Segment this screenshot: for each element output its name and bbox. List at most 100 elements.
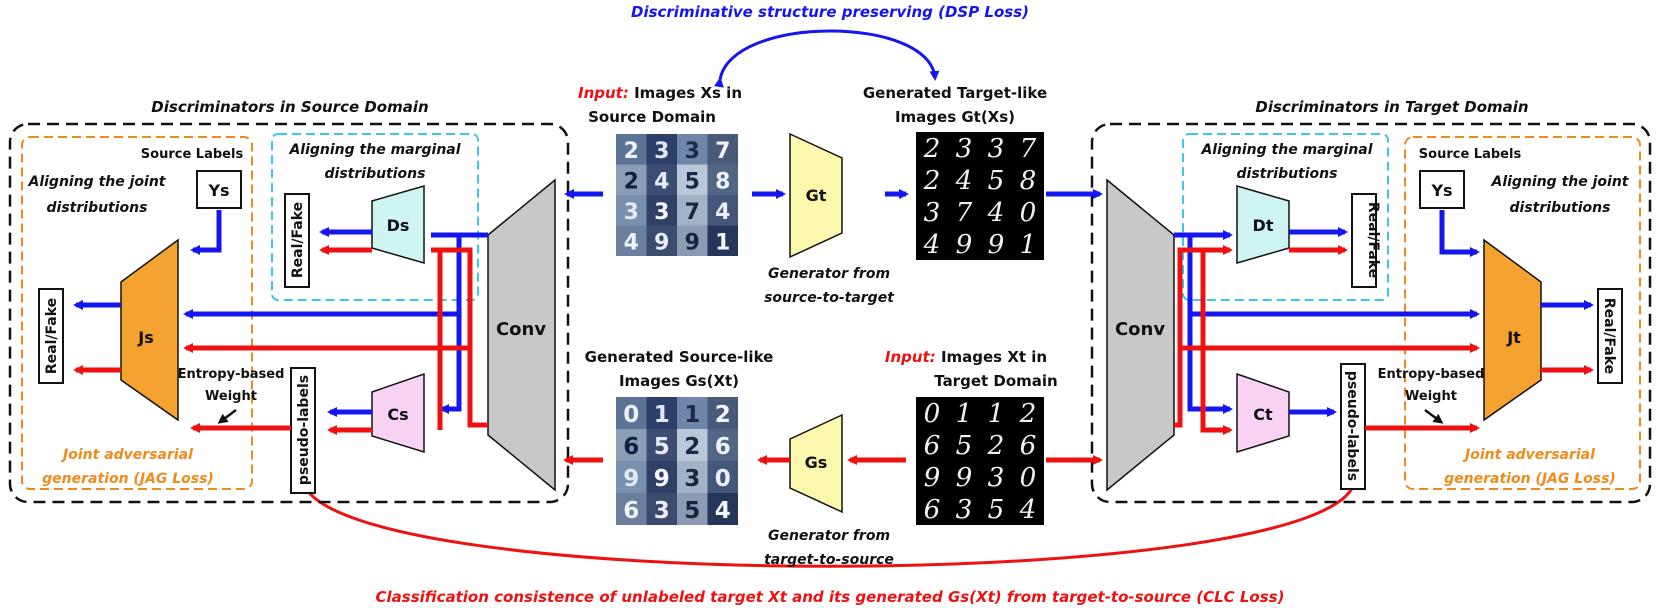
target-like-image-digit: 1 xyxy=(1020,230,1037,260)
input-target-rest: Images Xt in xyxy=(936,348,1047,366)
source-image-cell xyxy=(677,225,708,256)
target-image-digit: 5 xyxy=(956,431,973,461)
target-conv-shape xyxy=(1106,178,1175,492)
source-like-image-digit: 4 xyxy=(715,498,731,524)
target-like-image-digit: 3 xyxy=(956,134,973,164)
target-like-image-digit: 3 xyxy=(988,134,1005,164)
source-image-cell xyxy=(677,195,708,226)
source-like-image-digit: 6 xyxy=(715,434,731,460)
ys-label-left: Ys xyxy=(207,181,229,200)
target-panel-arrows xyxy=(1174,210,1594,435)
source-marginal-text-1: Aligning the marginal xyxy=(288,142,460,158)
clc-loss-caption: Classification consistence of unlabeled … xyxy=(376,588,1285,606)
target-image-digit: 9 xyxy=(924,463,941,493)
source-real-fake-marginal: Real/Fake xyxy=(290,202,306,278)
target-image-digit: 1 xyxy=(956,399,973,429)
target-entropy-weight-arrow xyxy=(1424,409,1444,424)
source-jag-text-2: generation (JAG Loss) xyxy=(42,471,214,487)
target-source-labels-text: Source Labels xyxy=(1419,147,1522,162)
source-image-digit: 9 xyxy=(685,230,700,255)
source-like-image-cell xyxy=(677,493,708,525)
source-image-digit: 8 xyxy=(715,169,730,194)
source-like-image-cell xyxy=(646,397,677,429)
target-marginal-box xyxy=(1182,133,1389,301)
input-source-rest: Images Xs in xyxy=(629,84,742,102)
target-like-image-digit: 5 xyxy=(988,166,1005,196)
gs-generator-shape xyxy=(789,413,843,514)
gen-source-like-caption-2: Images Gs(Xt) xyxy=(619,372,739,390)
source-image-digit: 2 xyxy=(624,139,639,164)
target-like-image-digit: 4 xyxy=(923,230,941,260)
js-joint-discriminator-shape xyxy=(120,238,179,422)
gen-source-like-caption-1: Generated Source-like xyxy=(585,348,774,366)
target-discriminator-panel: Discriminators in Target Domain Aligning… xyxy=(1090,98,1652,504)
ys-box-right xyxy=(1419,170,1465,209)
dsp-arc xyxy=(713,29,940,88)
source-entropy-text-2: Weight xyxy=(205,389,257,404)
source-like-image-cell xyxy=(616,493,647,525)
source-image-digit: 7 xyxy=(685,200,700,225)
cs-classifier-shape xyxy=(371,372,425,454)
source-image-cell xyxy=(707,134,738,165)
gen-target-like-caption-2: Images Gt(Xs) xyxy=(895,108,1015,126)
source-like-image-digit: 6 xyxy=(623,434,639,460)
input-target-caption: Input: Images Xt in xyxy=(885,348,1047,366)
target-image-digit: 0 xyxy=(1020,463,1037,493)
clc-arc xyxy=(296,472,1359,568)
jt-joint-discriminator-shape xyxy=(1483,238,1542,422)
target-image-digit: 6 xyxy=(924,431,941,461)
source-like-image-digit: 0 xyxy=(715,466,731,492)
source-image-cell xyxy=(646,195,677,226)
source-image-digit: 7 xyxy=(715,139,730,164)
source-like-image-digit: 0 xyxy=(623,402,639,428)
source-pseudo-labels: pseudo-labels xyxy=(296,375,312,485)
source-like-image-cell xyxy=(646,461,677,493)
source-joint-text-2: distributions xyxy=(47,200,148,216)
target-real-fake-joint-box xyxy=(1597,288,1623,384)
source-image-digit: 3 xyxy=(685,139,700,164)
target-marginal-text-2: distributions xyxy=(1237,166,1338,182)
source-image-cell xyxy=(707,225,738,256)
source-panel-arrows xyxy=(73,210,488,435)
ct-classifier-shape xyxy=(1236,372,1290,454)
source-like-image-cell xyxy=(707,493,738,525)
source-like-image-digit: 3 xyxy=(654,498,670,524)
source-pseudo-labels-box xyxy=(290,367,316,494)
source-conv-label: Conv xyxy=(496,319,546,340)
input-target-caption-2: Target Domain xyxy=(934,372,1057,390)
gt-label: Gt xyxy=(806,186,827,205)
target-image-digit: 1 xyxy=(988,399,1005,429)
target-jag-text-1: Joint adversarial xyxy=(1462,447,1595,463)
target-joint-box xyxy=(1404,136,1641,490)
jt-label: Jt xyxy=(1506,328,1521,347)
gt-generator-shape xyxy=(789,132,843,259)
source-like-image-cell xyxy=(707,397,738,429)
center-flow-arrows xyxy=(563,189,1103,465)
target-like-image-digit: 0 xyxy=(1020,198,1037,228)
dsp-loss-caption: Discriminative structure preserving (DSP… xyxy=(631,3,1029,21)
input-source-caption-2: Source Domain xyxy=(588,108,716,126)
source-real-fake-joint: Real/Fake xyxy=(44,298,60,374)
source-image-cell xyxy=(646,134,677,165)
target-image-digit: 0 xyxy=(924,399,941,429)
source-like-image-cell xyxy=(677,397,708,429)
source-like-image-digit: 5 xyxy=(684,498,700,524)
target-like-image-background xyxy=(916,132,1044,260)
target-image-digit: 2 xyxy=(1019,399,1037,429)
source-like-image-digit: 6 xyxy=(623,498,639,524)
target-panel-title: Discriminators in Target Domain xyxy=(1255,98,1528,116)
source-image-digit: 2 xyxy=(624,169,639,194)
source-like-image-cell xyxy=(616,429,647,461)
cs-label: Cs xyxy=(387,405,408,424)
source-image-digit: 3 xyxy=(654,200,669,225)
ys-box-left xyxy=(196,170,242,209)
target-like-image-digit: 8 xyxy=(1020,166,1037,196)
target-image-digit: 6 xyxy=(1020,431,1037,461)
target-entropy-text-1: Entropy-based xyxy=(1378,367,1485,382)
target-like-image-digit: 9 xyxy=(988,230,1005,260)
source-image-digit: 3 xyxy=(654,139,669,164)
target-like-image-digit: 4 xyxy=(955,166,973,196)
source-image-cell xyxy=(707,195,738,226)
